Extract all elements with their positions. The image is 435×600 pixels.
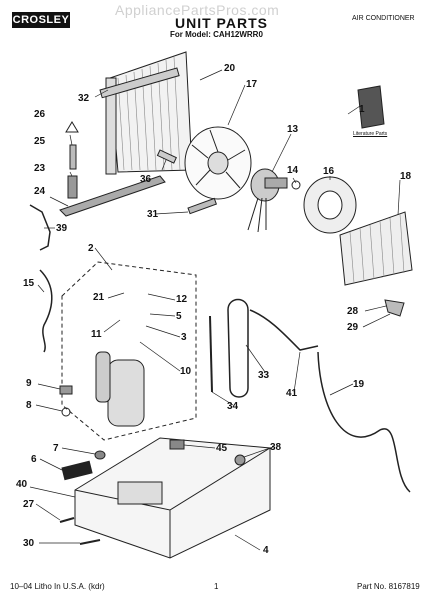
callout-34: 34	[227, 401, 239, 412]
callout-13: 13	[287, 124, 299, 135]
literature-label: Literature Parts	[353, 131, 388, 137]
grommet-part	[384, 299, 405, 317]
callout-9: 9	[26, 378, 32, 389]
callout-12: 12	[176, 294, 188, 305]
callout-11: 11	[91, 329, 102, 340]
footer-page-number: 1	[214, 582, 219, 591]
callout-24: 24	[34, 186, 46, 197]
relay-part	[169, 439, 185, 450]
callout-27: 27	[23, 499, 35, 510]
callout-numbers: 1 2 3 4 5 6 7 8 9 10 11 12 13 14 15 16 1…	[16, 63, 412, 556]
callout-17: 17	[246, 79, 258, 90]
callout-4: 4	[263, 545, 269, 556]
callout-15: 15	[23, 278, 35, 289]
callout-29: 29	[347, 322, 359, 333]
callout-33: 33	[258, 370, 270, 381]
page-title: UNIT PARTS	[175, 15, 268, 31]
blower-part	[303, 176, 357, 234]
callout-19: 19	[353, 379, 365, 390]
grommet-small-part	[94, 450, 106, 460]
callout-45: 45	[216, 443, 228, 454]
callout-40: 40	[16, 479, 28, 490]
base-pan-part	[74, 437, 271, 559]
callout-25: 25	[34, 136, 46, 147]
callout-3: 3	[181, 332, 187, 343]
discharge-tube-part	[317, 351, 411, 493]
footer-part-number: Part No. 8167819	[357, 582, 420, 591]
leader-lines	[29, 69, 401, 551]
product-type: AIR CONDITIONER	[352, 15, 415, 22]
insulation-part	[61, 460, 93, 481]
callout-7: 7	[53, 443, 59, 454]
callout-10: 10	[180, 366, 192, 377]
callout-39: 39	[56, 223, 68, 234]
callout-16: 16	[323, 166, 335, 177]
tubing-loop-part	[227, 298, 249, 398]
mount-part	[67, 175, 78, 199]
callout-38: 38	[270, 442, 282, 453]
capillary-part	[249, 309, 319, 351]
callout-6: 6	[31, 454, 37, 465]
small-bracket	[156, 149, 177, 164]
brand-logo: CROSLEY	[12, 12, 70, 28]
clip-part	[59, 385, 73, 395]
callout-5: 5	[176, 311, 182, 322]
blade-part	[184, 126, 252, 200]
footer-print-info: 10–04 Litho In U.S.A. (kdr)	[10, 582, 105, 591]
screw-part-2	[79, 539, 101, 545]
washer-part	[291, 180, 301, 190]
compressor-part	[95, 351, 145, 427]
callout-20: 20	[224, 63, 236, 74]
callout-32: 32	[78, 93, 90, 104]
evaporator-part	[339, 211, 413, 286]
cord-part	[39, 269, 53, 353]
rod-part	[29, 204, 51, 251]
callout-1: 1	[359, 104, 365, 115]
bolt-part	[187, 197, 218, 215]
callout-41: 41	[286, 388, 298, 399]
callout-36: 36	[140, 174, 152, 185]
model-label: For Model: CAH12WRR0	[170, 30, 263, 39]
condenser-coil-part	[105, 51, 193, 175]
strip-part	[209, 315, 213, 393]
motor-part	[247, 168, 288, 233]
callout-14: 14	[287, 165, 299, 176]
cap-part	[65, 121, 79, 133]
callout-31: 31	[147, 209, 159, 220]
knob-part	[234, 454, 246, 466]
watermark: AppliancePartsPros.com	[115, 2, 280, 18]
callout-2: 2	[88, 243, 94, 254]
callout-18: 18	[400, 171, 412, 182]
callout-30: 30	[23, 538, 35, 549]
callout-23: 23	[34, 163, 46, 174]
callout-26: 26	[34, 109, 46, 120]
bracket-part	[59, 175, 166, 217]
callout-28: 28	[347, 306, 359, 317]
literature-part	[357, 85, 385, 129]
callout-21: 21	[93, 292, 105, 303]
washer-small-part	[61, 407, 71, 417]
compressor-group-outline	[61, 261, 197, 441]
sleeve-part	[69, 144, 77, 170]
callout-8: 8	[26, 400, 32, 411]
screw-part	[59, 517, 75, 523]
